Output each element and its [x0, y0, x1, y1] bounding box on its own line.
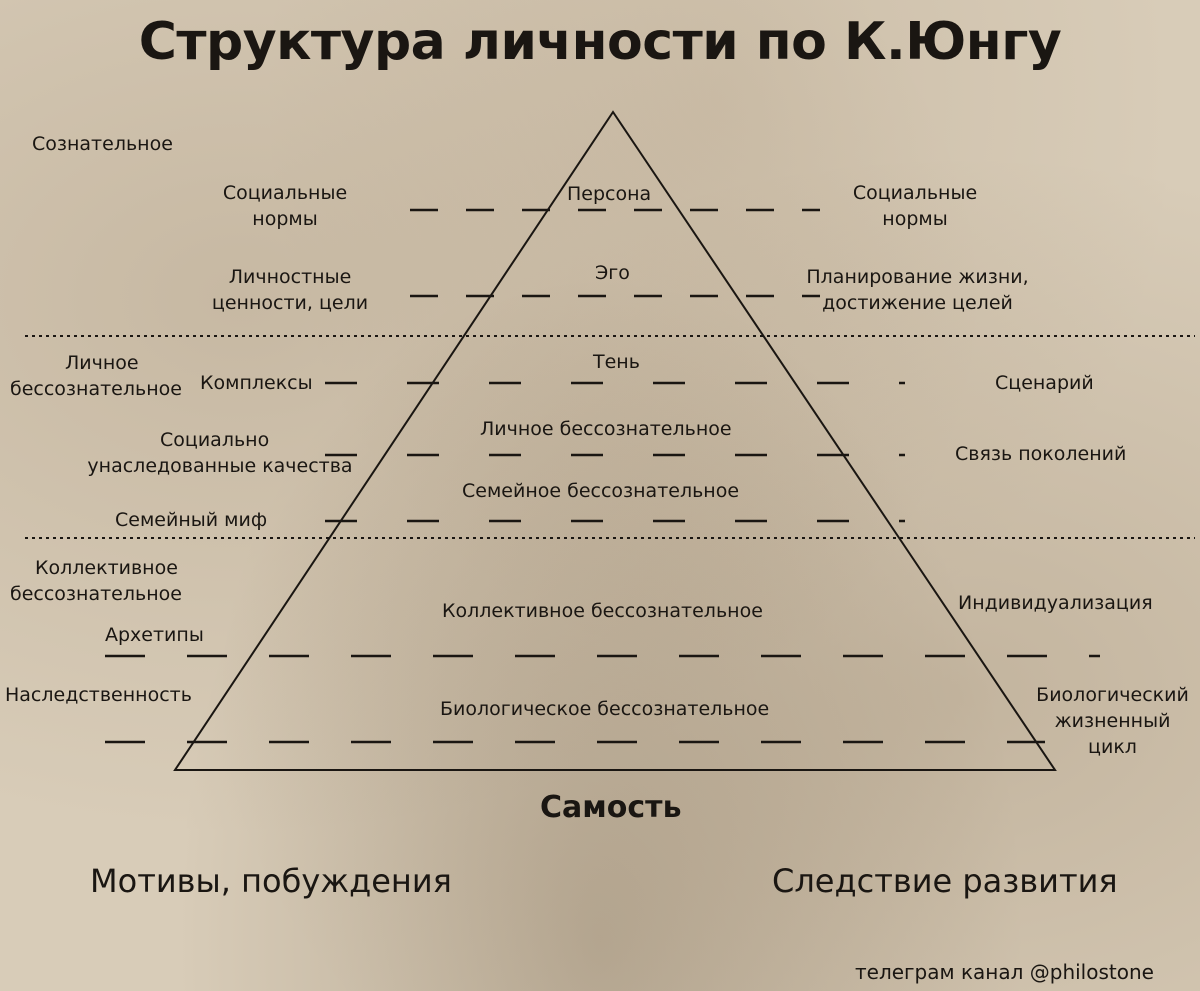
label-line: жизненный	[1054, 710, 1171, 732]
label-line: ценности, цели	[211, 292, 369, 314]
label-line: Биологический	[1036, 684, 1189, 706]
label-generations: Связь поколений	[955, 443, 1127, 465]
dash-lines	[105, 208, 1100, 744]
label-social-norms-right: Социальные нормы	[830, 180, 1000, 232]
label-individualization: Индивидуализация	[958, 592, 1153, 614]
label-line: Коллективное	[35, 557, 178, 579]
label-line: цикл	[1088, 736, 1137, 758]
label-life-cycle: Биологический жизненный цикл	[1030, 682, 1195, 760]
label-line: достижение целей	[822, 292, 1013, 314]
label-ego: Эго	[595, 262, 630, 284]
label-persona: Персона	[567, 183, 652, 205]
label-shadow: Тень	[593, 351, 640, 373]
label-heredity: Наследственность	[5, 684, 192, 706]
label-line: Личностные	[228, 266, 352, 288]
label-archetypes: Архетипы	[105, 624, 204, 646]
label-family-myth: Семейный миф	[115, 509, 268, 531]
label-line: бессознательное	[10, 583, 182, 605]
label-line: Социальные	[222, 182, 348, 204]
label-biological-unconscious: Биологическое бессознательное	[440, 698, 770, 720]
label-line: Социально	[160, 429, 270, 451]
footer-motives: Мотивы, побуждения	[90, 862, 452, 900]
label-family-unconscious: Семейное бессознательное	[462, 480, 740, 502]
label-line: нормы	[252, 208, 318, 230]
label-line: Личное	[65, 352, 139, 374]
label-self: Самость	[540, 790, 682, 825]
label-complexes: Комплексы	[200, 372, 313, 394]
label-collective-unconscious-left: Коллективное бессознательное	[10, 555, 182, 607]
credit-telegram: телеграм канал @philostone	[855, 960, 1154, 984]
label-collective-unconscious-inner: Коллективное бессознательное	[442, 600, 763, 622]
pyramid-triangle	[173, 110, 1057, 771]
label-scenario: Сценарий	[995, 372, 1094, 394]
label-conscious: Сознательное	[32, 133, 173, 155]
label-line: нормы	[882, 208, 948, 230]
label-line: Социальные	[852, 182, 978, 204]
page-title: Структура личности по К.Юнгу	[138, 12, 1062, 72]
label-life-planning: Планирование жизни, достижение целей	[805, 264, 1030, 316]
label-line: унаследованные качества	[87, 455, 353, 477]
label-line: бессознательное	[10, 378, 182, 400]
footer-development: Следствие развития	[772, 862, 1118, 900]
label-line: Планирование жизни,	[806, 266, 1029, 288]
label-social-inherited: Социально унаследованные качества	[75, 427, 365, 479]
label-personal-unconscious-inner: Личное бессознательное	[480, 418, 732, 440]
label-personal-unconscious-left: Личное бессознательное	[10, 350, 182, 402]
label-social-norms-left: Социальные нормы	[200, 180, 370, 232]
label-personal-values: Личностные ценности, цели	[195, 264, 385, 316]
